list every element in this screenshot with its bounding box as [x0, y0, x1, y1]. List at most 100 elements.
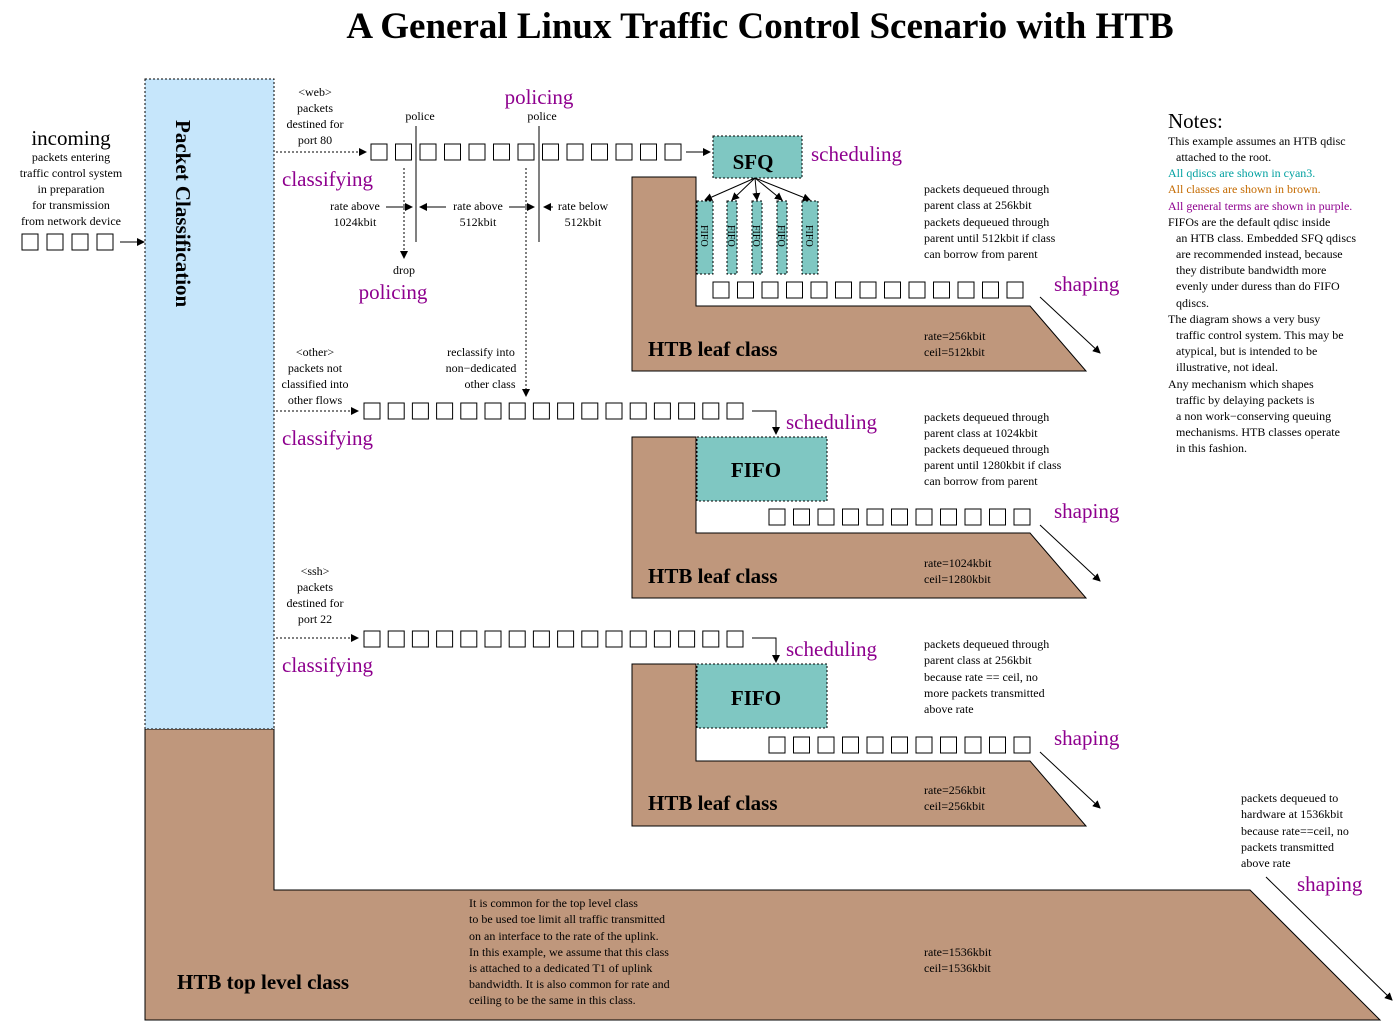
packet — [21, 233, 39, 251]
sfq-fanout-arrow — [704, 177, 756, 201]
packet — [940, 736, 957, 754]
packet — [387, 630, 405, 648]
sfq-fanout-arrow — [731, 177, 756, 201]
web-policing-bottom: policing — [359, 280, 428, 304]
packet — [566, 143, 584, 161]
packet — [46, 233, 64, 251]
top-class-description: on an interface to the rate of the uplin… — [469, 929, 659, 943]
ssh-dequeue-line: more packets transmitted — [924, 686, 1045, 700]
notes-line: illustrative, not ideal. — [1176, 360, 1278, 374]
packet — [484, 630, 502, 648]
packet — [640, 143, 657, 161]
packet — [866, 508, 884, 526]
leaf-class-3-label: HTB leaf class — [648, 791, 778, 815]
packet — [363, 402, 381, 420]
packet — [964, 736, 982, 754]
web-dequeue-line: can borrow from parent — [924, 247, 1038, 261]
web-flow-label: port 80 — [298, 133, 332, 147]
leaf-class-3-rate: rate=256kbit — [924, 783, 986, 797]
web-scheduling: scheduling — [811, 142, 902, 166]
htb-leaf-class-2-shape — [631, 436, 1088, 599]
web-shaping-arrow — [1039, 296, 1101, 354]
notes-brown: All classes are shown in brown. — [1168, 182, 1321, 196]
leaf-class-1-label: HTB leaf class — [648, 337, 778, 361]
notes-line: This example assumes an HTB qdisc — [1168, 134, 1346, 148]
packet — [908, 281, 926, 299]
top-shaping-arrow — [1265, 876, 1393, 1001]
notes-line: are recommended instead, because — [1176, 247, 1343, 261]
other-shaping: shaping — [1054, 499, 1120, 523]
other-dequeue-line: can borrow from parent — [924, 474, 1038, 488]
top-class-description: ceiling to be the same in this class. — [469, 993, 636, 1007]
other-shaping-arrow — [1039, 524, 1101, 582]
htb-leaf-class-3-shape — [631, 663, 1088, 827]
reclassify-label: other class — [465, 377, 516, 391]
page-title: A General Linux Traffic Control Scenario… — [346, 6, 1173, 47]
notes-heading: Notes: — [1168, 109, 1223, 133]
packet — [629, 630, 647, 648]
packet — [71, 233, 89, 251]
packet — [768, 736, 786, 754]
packet — [915, 736, 933, 754]
web-dequeue-line: packets dequeued through — [924, 182, 1049, 196]
packet-classification-label: Packet Classification — [171, 120, 195, 308]
sfq-fifo-label: FIFO — [698, 225, 709, 247]
sfq-label: SFQ — [733, 150, 774, 174]
packet — [702, 402, 720, 420]
packet — [363, 630, 381, 648]
packet — [460, 402, 478, 420]
notes-line: a non work−conserving queuing — [1176, 409, 1331, 423]
packet — [768, 508, 786, 526]
packet — [891, 736, 908, 754]
packet — [817, 736, 835, 754]
fifo-qdisc-2 — [696, 436, 828, 502]
incoming-line: for transmission — [32, 198, 110, 212]
sfq-fanout-arrow — [754, 177, 811, 202]
packet — [653, 630, 671, 648]
web-flow-label: <web> — [298, 85, 332, 99]
packet — [1013, 736, 1031, 754]
notes-line: in this fashion. — [1176, 441, 1247, 455]
packet — [726, 402, 744, 420]
packet — [761, 281, 779, 299]
rate-above-1024: 1024kbit — [334, 215, 377, 229]
packet — [678, 630, 696, 648]
packet — [915, 508, 933, 526]
packet — [712, 281, 730, 299]
packet — [395, 143, 412, 161]
ssh-flow-label: packets — [297, 580, 333, 594]
web-dequeue-line: packets dequeued through — [924, 215, 1049, 229]
packet — [508, 402, 526, 420]
packet — [557, 402, 575, 420]
incoming-line: from network device — [21, 214, 121, 228]
web-policing-top: policing — [505, 85, 574, 109]
sfq-fifo-label: FIFO — [725, 225, 736, 247]
web-flow-label: packets — [297, 101, 333, 115]
notes-line: FIFOs are the default qdisc inside — [1168, 215, 1330, 229]
packet — [940, 508, 957, 526]
ssh-scheduling: scheduling — [786, 637, 877, 661]
notes-line: qdiscs. — [1176, 296, 1209, 310]
packet — [842, 736, 859, 754]
top-class-description: is attached to a dedicated T1 of uplink — [469, 961, 652, 975]
packet — [629, 402, 647, 420]
sfq-fifo-label: FIFO — [775, 225, 786, 247]
incoming-line: in preparation — [38, 182, 105, 196]
ssh-to-fifo-arrow — [752, 637, 780, 663]
notes-line: evenly under duress than do FIFO — [1176, 279, 1340, 293]
packet — [605, 402, 623, 420]
packet — [810, 281, 828, 299]
notes-line: mechanisms. HTB classes operate — [1176, 425, 1340, 439]
packet — [737, 281, 754, 299]
fifo-3-label: FIFO — [731, 686, 781, 710]
other-dequeue-line: parent class at 1024kbit — [924, 426, 1038, 440]
leaf-class-2-label: HTB leaf class — [648, 564, 778, 588]
packet — [615, 143, 633, 161]
packet — [557, 630, 575, 648]
ssh-shaping-arrow — [1039, 751, 1101, 809]
web-dequeue-line: parent until 512kbit if class — [924, 231, 1056, 245]
packet — [591, 143, 608, 161]
rate-above-512: 512kbit — [460, 215, 497, 229]
packet — [581, 402, 599, 420]
